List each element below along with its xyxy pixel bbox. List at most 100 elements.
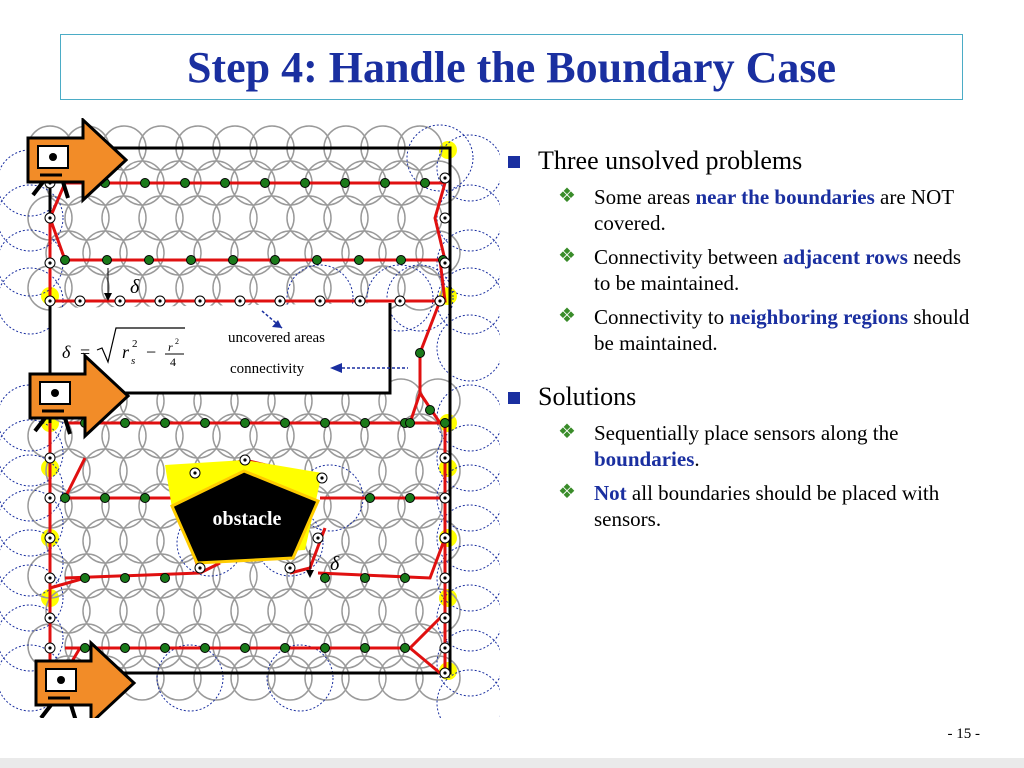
boundary-sensor-dot <box>443 646 447 650</box>
slide-title: Step 4: Handle the Boundary Case <box>186 42 837 92</box>
sensor-node <box>102 255 112 265</box>
diamond-bullet-icon: ❖ <box>558 305 576 327</box>
bullet-level2: ❖Connectivity to neighboring regions sho… <box>500 304 1000 356</box>
communication-circle <box>0 564 64 632</box>
boundary-sensor-dot <box>193 471 197 475</box>
bullet-level1: Solutions <box>500 382 1000 412</box>
square-bullet-icon <box>508 392 520 404</box>
boundary-sensor-dot <box>198 566 202 570</box>
communication-circle <box>386 264 454 332</box>
robot-legs <box>39 703 78 718</box>
highlight-text: Not <box>594 481 627 505</box>
sensor-node <box>312 255 322 265</box>
boundary-sensor-dot <box>278 299 282 303</box>
sensor-node <box>160 643 170 653</box>
bullet-level2: ❖Some areas near the boundaries are NOT … <box>500 184 1000 236</box>
sensor-node <box>280 643 290 653</box>
bullet-text: needs to be maintained. <box>594 245 962 295</box>
sensor-node <box>300 178 310 188</box>
sensor-node <box>340 178 350 188</box>
boundary-sensor-dot <box>48 576 52 580</box>
robot-icon-bottom <box>34 639 137 718</box>
annotations: δ δ uncovered areas connectivity δ = r 2… <box>62 268 408 578</box>
robot-eye <box>49 153 57 161</box>
sensor-node <box>200 643 210 653</box>
boundary-sensor-dot <box>198 299 202 303</box>
communication-circle <box>256 509 324 577</box>
sensor-node <box>420 178 430 188</box>
svg-text:2: 2 <box>132 338 138 350</box>
page-number: - 15 - <box>947 726 981 742</box>
diamond-bullet-icon: ❖ <box>558 481 576 503</box>
sensor-node <box>160 418 170 428</box>
bullet-text: should be maintained. <box>594 305 970 355</box>
boundary-sensor-dot <box>316 536 320 540</box>
robot-eye <box>57 676 65 684</box>
square-bullet-icon <box>508 156 520 168</box>
bullet-text: Sequentially place sensors along the <box>594 421 899 445</box>
bullet-level2: ❖Connectivity between adjacent rows need… <box>500 244 1000 296</box>
communication-circle <box>0 419 64 487</box>
communication-circle <box>0 489 64 557</box>
robot-icon-top <box>26 118 129 204</box>
boundary-sensor-dot <box>438 299 442 303</box>
sensing-circle <box>415 655 461 701</box>
robot-body <box>28 352 131 440</box>
sensor-node <box>400 643 410 653</box>
boundary-sensor-dot <box>443 496 447 500</box>
sensor-node <box>60 493 70 503</box>
sensor-node <box>320 643 330 653</box>
bullet-text: all boundaries should be placed with sen… <box>594 481 940 531</box>
sensor-node <box>180 178 190 188</box>
sensor-node <box>228 255 238 265</box>
boundary-sensor-dot <box>48 616 52 620</box>
sensing-circle <box>304 655 350 701</box>
robot-legs <box>31 180 70 199</box>
sensor-node <box>144 255 154 265</box>
boundary-sensor-dot <box>48 261 52 265</box>
red-link <box>317 537 447 580</box>
boundary-sensor-dot <box>443 456 447 460</box>
boundary-sensor-dot <box>48 216 52 220</box>
red-link <box>49 576 86 590</box>
sensor-node <box>405 493 415 503</box>
sensing-circle <box>378 655 424 701</box>
boundary-sensor-dot <box>48 496 52 500</box>
sensor-node <box>220 178 230 188</box>
svg-text:δ: δ <box>62 342 71 362</box>
bullet-text: Some areas <box>594 185 696 209</box>
bullet-level1-text: Solutions <box>538 382 637 411</box>
sensor-node <box>186 255 196 265</box>
communication-circle <box>0 604 64 672</box>
sensor-node <box>400 573 410 583</box>
sensor-node <box>354 255 364 265</box>
robots-layer <box>26 118 137 718</box>
bullet-level1: Three unsolved problems <box>500 146 1000 176</box>
sensor-node <box>200 418 210 428</box>
sensor-node <box>365 493 375 503</box>
robot-body <box>26 118 129 204</box>
sensor-node <box>360 643 370 653</box>
footer-bar <box>0 758 1024 768</box>
diamond-bullet-icon: ❖ <box>558 185 576 207</box>
sensor-node <box>360 573 370 583</box>
sensor-nodes-layer <box>44 172 451 679</box>
bullet-list: Three unsolved problems❖Some areas near … <box>500 146 1000 540</box>
sensor-node <box>120 418 130 428</box>
communication-circle <box>436 314 500 382</box>
communication-circle <box>406 124 474 192</box>
communication-circle <box>286 264 354 332</box>
boundary-sensor-dot <box>443 261 447 265</box>
boundary-sensor-dot <box>358 299 362 303</box>
communication-circle <box>366 264 434 332</box>
boundary-sensor-dot <box>443 576 447 580</box>
svg-text:−: − <box>146 342 156 362</box>
boundary-sensor-dot <box>443 216 447 220</box>
red-link <box>433 182 447 261</box>
sensor-node <box>80 573 90 583</box>
boundary-sensor-dot <box>78 299 82 303</box>
red-link <box>48 182 445 262</box>
sensor-node <box>80 643 90 653</box>
boundary-sensor-dot <box>398 299 402 303</box>
delta-formula: δ = r 2 s − r 2 4 <box>62 327 185 369</box>
